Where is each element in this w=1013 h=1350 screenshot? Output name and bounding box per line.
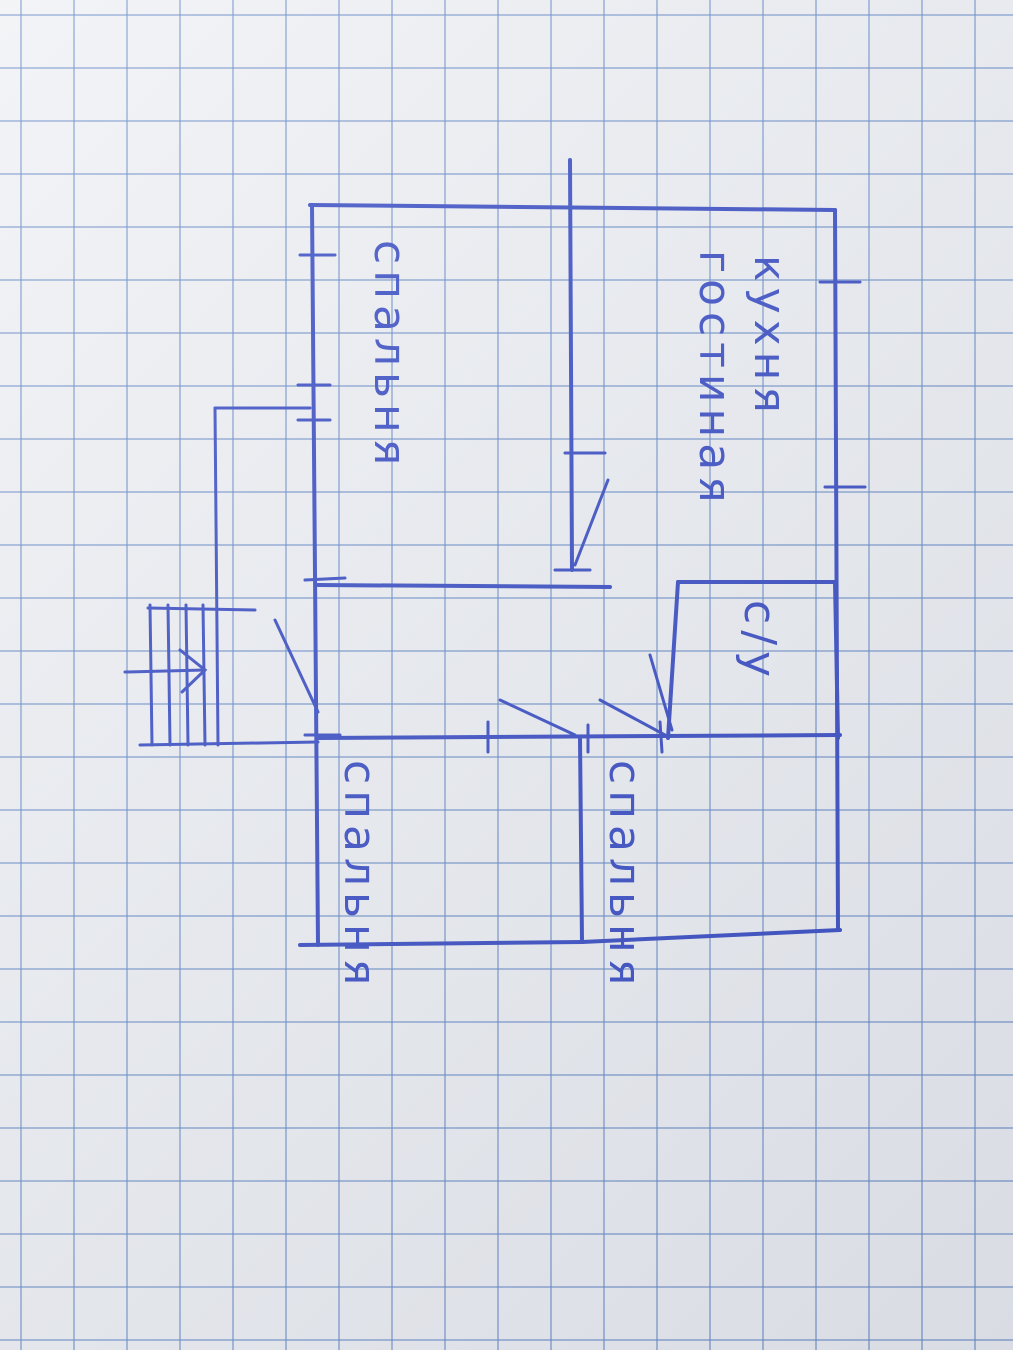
outer-walls <box>298 203 842 947</box>
room-label-kitchen: кухня <box>744 255 795 419</box>
room-label-bedroom-bottom-left: спальня <box>334 760 385 991</box>
room-label-living: гостиная <box>689 250 740 509</box>
entrance-stair <box>123 406 320 747</box>
door-swings <box>273 478 674 737</box>
room-label-bathroom: с/у <box>734 600 785 683</box>
interior-walls <box>316 158 842 944</box>
room-label-bedroom-top: спальня <box>364 240 415 471</box>
room-labels: спальня кухня гостиная с/у спальня спаль… <box>334 240 795 991</box>
wall-ticks <box>296 253 867 754</box>
room-label-bedroom-bottom-right: спальня <box>599 760 650 991</box>
